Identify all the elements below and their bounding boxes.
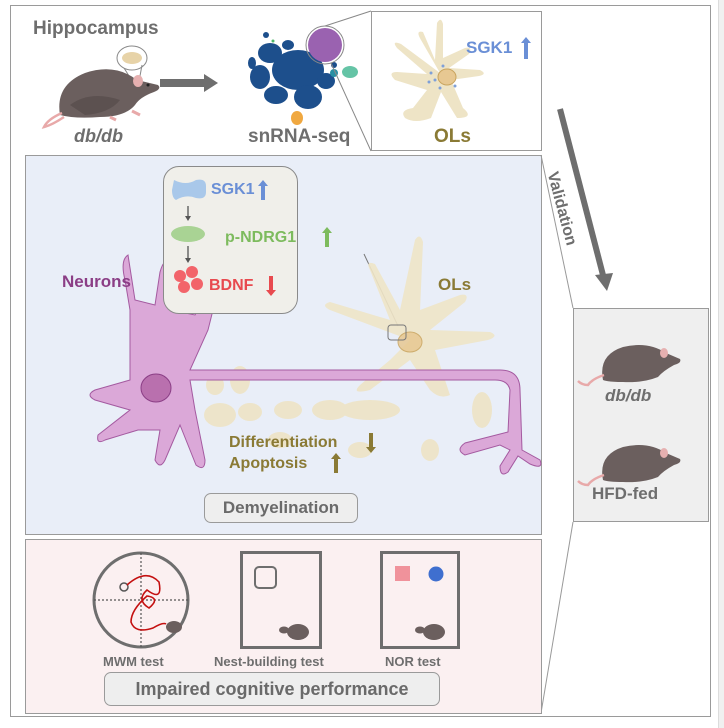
differentiation-label: Differentiation: [229, 434, 338, 451]
demyelination-badge: Demyelination: [204, 493, 358, 523]
mouse-db-db-illustration: [41, 45, 160, 129]
zoom-line-top: [324, 10, 372, 27]
ols-label: OLs: [438, 275, 472, 294]
arrow-right-icon: [160, 74, 218, 92]
arrow-down-icon: [185, 216, 191, 221]
neurons-label: Neurons: [62, 272, 131, 291]
familiar-object-icon: [395, 566, 410, 581]
validation-panel: [573, 308, 709, 522]
ol-nucleus-icon: [397, 331, 423, 353]
mouse-icon: [423, 624, 445, 640]
nest-building-test-label: Nest-building test: [214, 654, 324, 669]
cluster-teal: [342, 66, 358, 78]
mouse-icon: [41, 69, 160, 129]
nucleus-icon: [437, 68, 457, 86]
oligodendrocyte-icon: [391, 19, 484, 121]
down-arrow-icon: [366, 433, 376, 453]
tsne-cluster-plot: [248, 10, 372, 152]
novel-object-icon: [428, 566, 444, 582]
mouse-icon: [166, 621, 182, 633]
pathway-p-ndrg1-label: p-NDRG1: [225, 229, 297, 246]
neuron-clusters: [248, 32, 337, 109]
ol-cell-icon: [204, 236, 495, 461]
mwm-pool-icon: [92, 551, 190, 649]
inset-ols-label: OLs: [434, 126, 471, 147]
db-db-label: db/db: [74, 126, 123, 146]
validation-hfd-fed-label: HFD-fed: [592, 484, 659, 503]
db-db-mouse-icon: [577, 345, 681, 387]
snrna-seq-label: snRNA-seq: [248, 126, 351, 147]
sgk1-dots: [427, 64, 457, 90]
platform-icon: [119, 582, 129, 592]
nor-cage-icon: [380, 551, 460, 649]
impaired-cognitive-performance-badge: Impaired cognitive performance: [104, 672, 440, 706]
nor-test-label: NOR test: [385, 654, 441, 669]
ndrg1-protein-icon: [171, 226, 205, 242]
validation-arrow-icon: [557, 108, 613, 291]
ol-cluster: [308, 28, 342, 62]
neuron-nucleus-icon: [140, 373, 172, 403]
pathway-bdnf-label: BDNF: [209, 277, 254, 294]
bdnf-protein-icon: [174, 266, 203, 293]
zoom-region-box: [387, 324, 407, 341]
arrow-down-icon: [185, 258, 191, 263]
up-arrow-icon: [322, 227, 332, 247]
mwm-test-label: MWM test: [103, 654, 164, 669]
nest-building-cage-icon: [240, 551, 322, 649]
hippocampus-label: Hippocampus: [33, 18, 159, 39]
inset-sgk1-label: SGK1: [466, 38, 513, 57]
nestlet-icon: [254, 566, 277, 589]
hfd-fed-mouse-icon: [577, 445, 681, 487]
pathway-icons: [171, 179, 206, 293]
mouse-icon: [287, 624, 309, 640]
pathway-sgk1-label: SGK1: [211, 181, 255, 198]
zoom-line-bottom: [330, 62, 372, 152]
up-arrow-icon: [521, 37, 531, 59]
apoptosis-label: Apoptosis: [229, 455, 308, 472]
swim-path-icon: [126, 574, 167, 631]
sgk1-protein-icon: [172, 179, 206, 200]
up-arrow-icon: [258, 180, 268, 200]
scrollbar-strip[interactable]: [718, 0, 724, 728]
up-arrow-icon: [331, 453, 341, 473]
validation-db-db-label: db/db: [605, 386, 652, 405]
down-arrow-icon: [266, 276, 276, 296]
cluster-orange: [291, 111, 303, 125]
